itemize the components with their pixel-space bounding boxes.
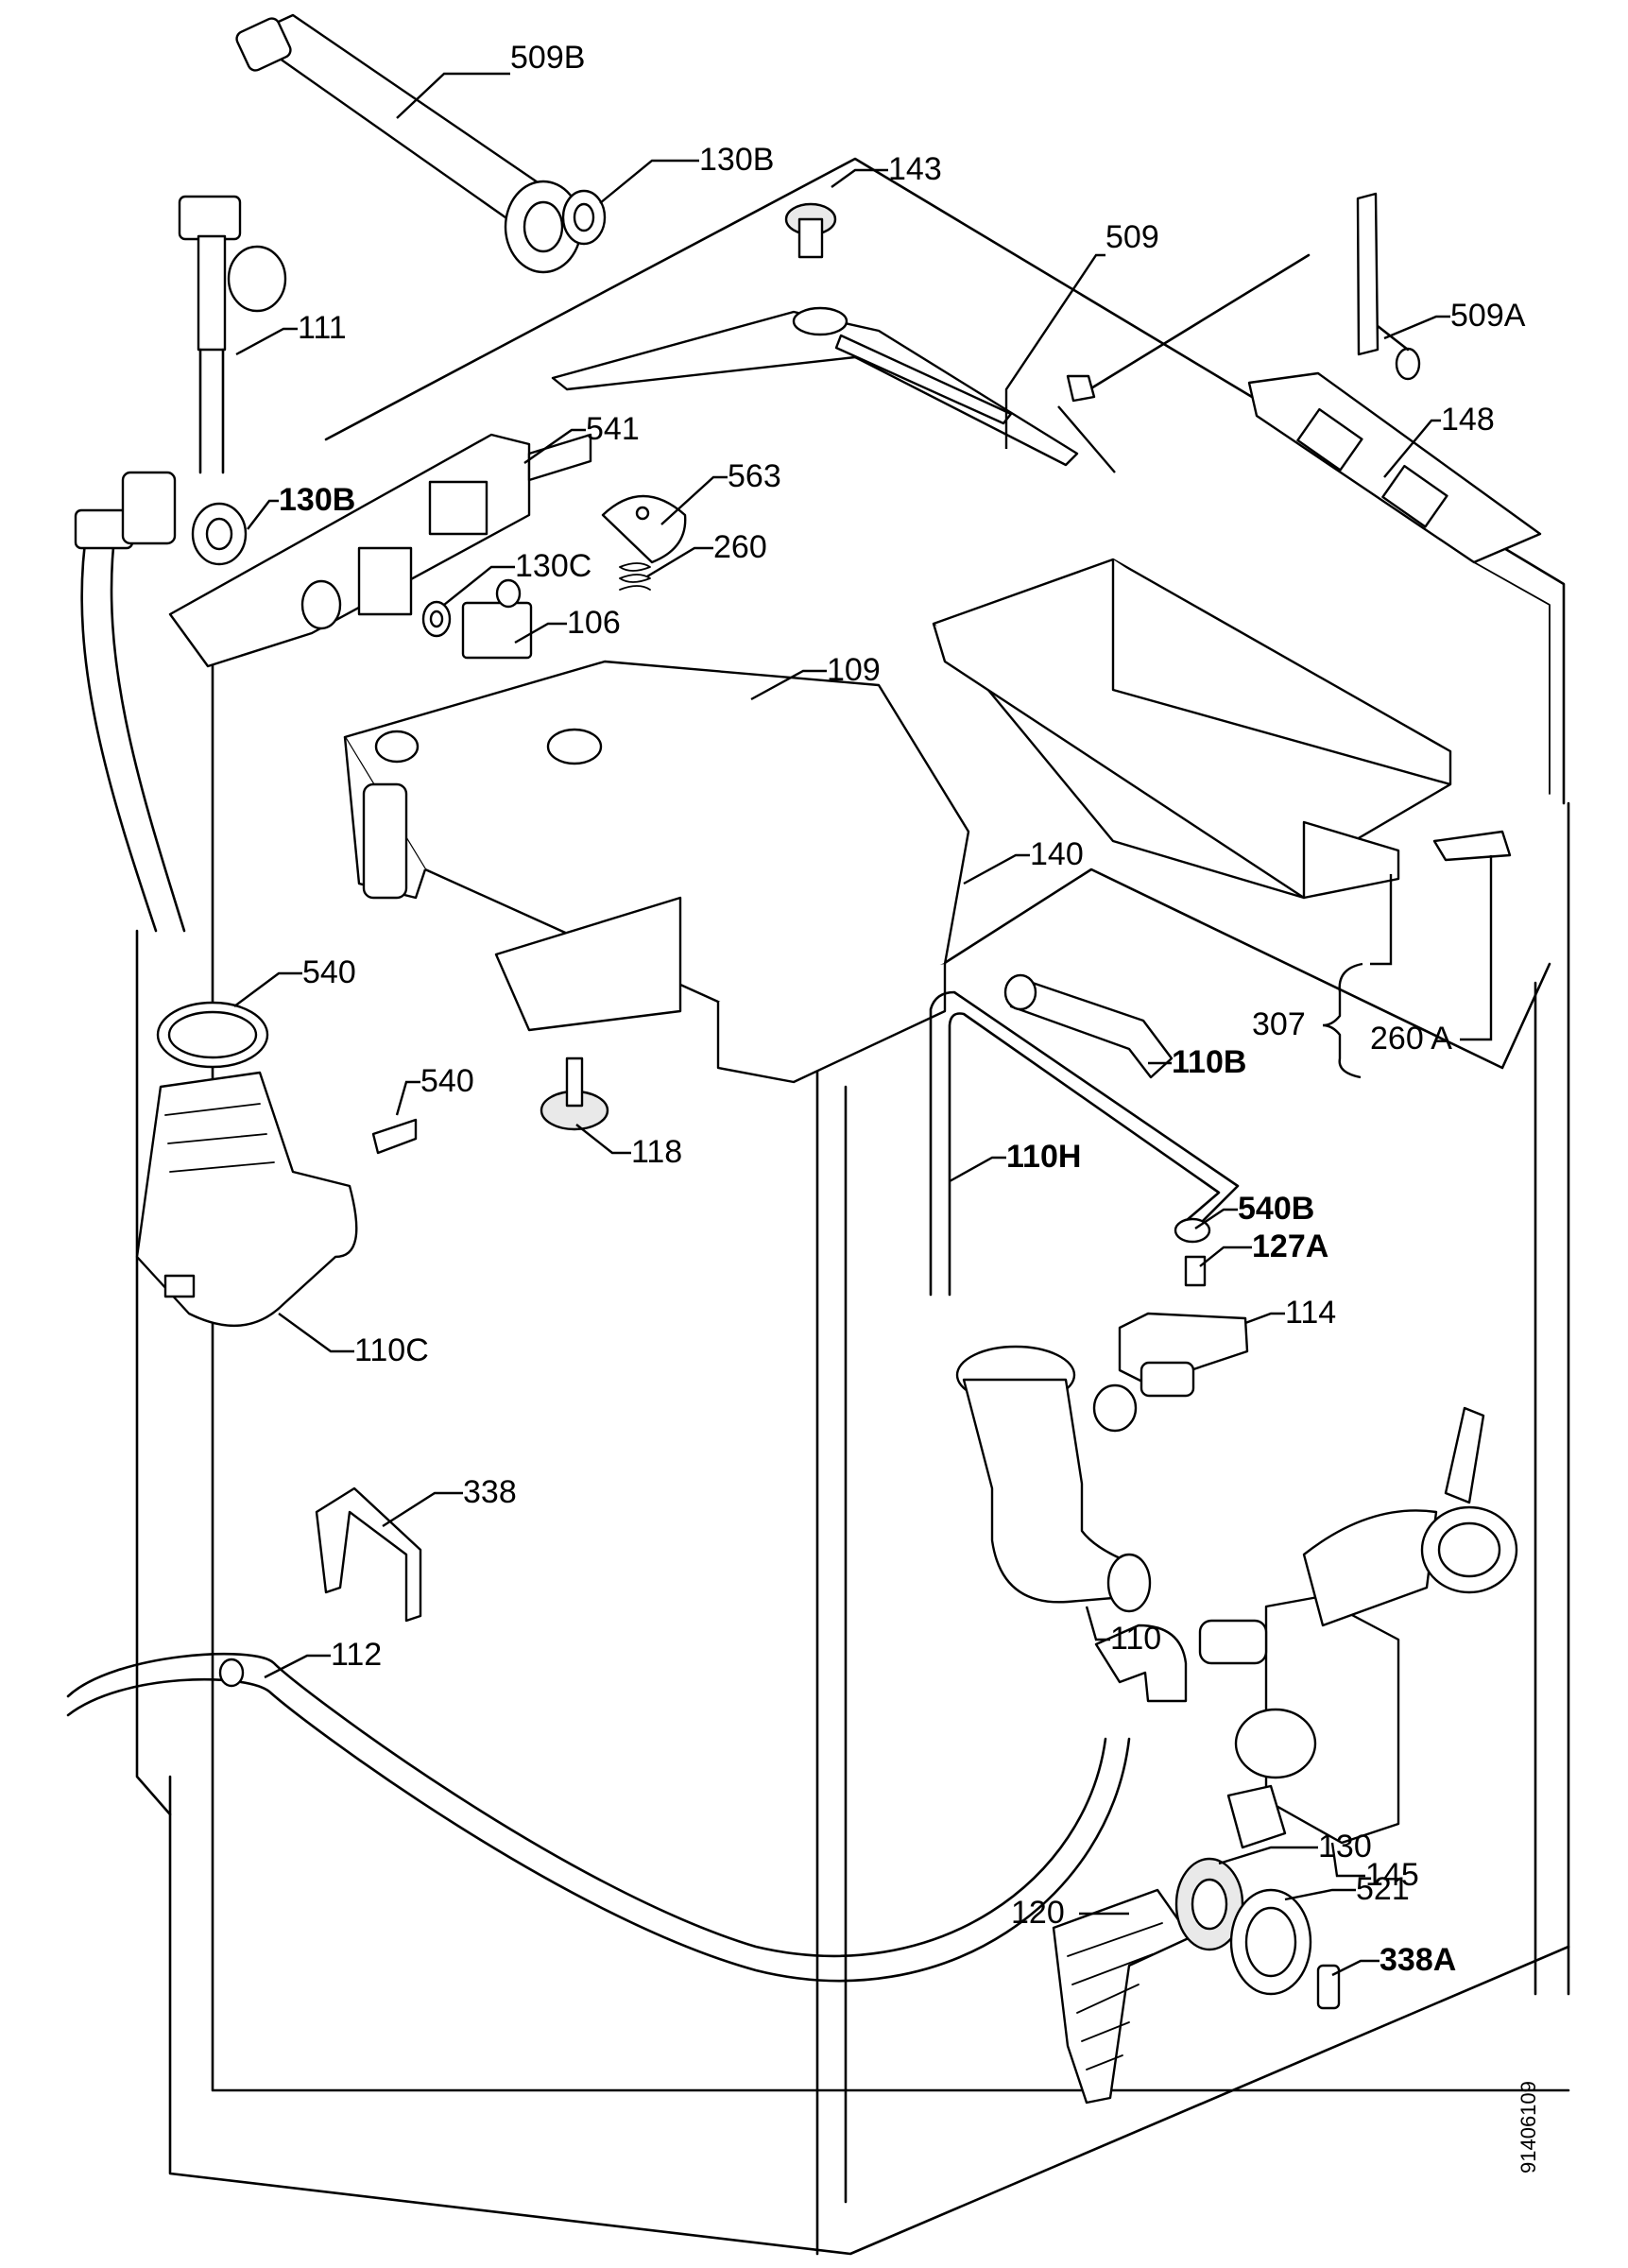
document-number: 91406109 (1517, 2081, 1540, 2174)
part-111-inlet-tap (178, 195, 287, 474)
part-260-spring (619, 562, 651, 591)
part-509a-linkage (1356, 192, 1421, 381)
label-140: 140 (1030, 836, 1084, 872)
label-130b-top: 130B (699, 142, 774, 178)
part-127a-nipple (1184, 1255, 1207, 1287)
label-509b: 509B (510, 40, 585, 76)
label-338: 338 (463, 1474, 517, 1510)
label-338a: 338A (1380, 1942, 1456, 1978)
part-143-knob (784, 202, 837, 259)
label-109: 109 (827, 652, 881, 688)
part-145-drain-pump (1198, 1406, 1518, 1849)
part-110c-bellow (135, 1071, 358, 1328)
part-509-lever-arm (551, 253, 1311, 467)
leader-lines (233, 72, 1493, 1977)
part-110h-breather-pipe (929, 990, 1240, 1297)
part-260a-clip (1432, 830, 1512, 862)
label-540-lower: 540 (420, 1063, 474, 1099)
label-148: 148 (1441, 402, 1495, 438)
label-110: 110 (1110, 1621, 1161, 1657)
label-130: 130 (1318, 1829, 1372, 1864)
label-111: 111 (298, 310, 347, 346)
part-110-drain-bellow (955, 1345, 1152, 1613)
part-110b-hose (1003, 973, 1174, 1079)
label-260a: 260 A (1370, 1021, 1452, 1057)
label-540b: 540B (1238, 1191, 1314, 1227)
label-541: 541 (586, 411, 640, 447)
part-540-clamp-upper (156, 1001, 269, 1069)
label-110h: 110H (1006, 1139, 1081, 1175)
part-114-pressure-chamber (1118, 1312, 1249, 1398)
label-112: 112 (331, 1637, 382, 1673)
part-307-dispenser-drawer (932, 558, 1452, 900)
part-541-valve-bracket (168, 433, 592, 668)
part-148-handle (1247, 371, 1542, 564)
part-106-holder (461, 578, 533, 660)
label-307: 307 (1252, 1006, 1306, 1042)
label-143: 143 (888, 151, 942, 187)
part-521-filter-cap (1229, 1888, 1312, 1996)
part-130b-washer (191, 502, 248, 566)
label-130c: 130C (515, 548, 591, 584)
label-106: 106 (567, 605, 621, 641)
part-540-clamp-lower (371, 1118, 418, 1155)
part-509b-inlet-pipe (235, 13, 583, 274)
label-509: 509 (1105, 219, 1159, 255)
part-labels: 509B 130B 143 509 509A 111 541 563 130B … (279, 40, 1526, 1978)
label-110b: 110B (1172, 1044, 1246, 1080)
label-509a: 509A (1450, 298, 1526, 334)
part-109-dispenser-housing (343, 660, 970, 1084)
label-540-upper: 540 (302, 954, 356, 990)
part-130b-top-washer (561, 189, 607, 246)
part-130-filter-ring (1174, 1857, 1244, 1951)
label-118: 118 (631, 1134, 682, 1170)
part-130c-clip (421, 600, 452, 638)
label-521: 521 (1356, 1871, 1410, 1907)
part-338a-clip (1316, 1964, 1341, 2010)
label-260: 260 (713, 529, 767, 565)
label-145: 145 (1365, 1857, 1419, 1893)
part-338-bracket (315, 1486, 422, 1623)
part-118-wheel (540, 1057, 609, 1131)
label-563: 563 (728, 458, 781, 494)
label-127a: 127A (1252, 1228, 1328, 1264)
part-563-cover (601, 494, 687, 564)
part-120-filter-hose (1052, 1888, 1192, 2105)
label-114: 114 (1285, 1295, 1336, 1331)
label-130b: 130B (279, 482, 355, 518)
label-110c: 110C (354, 1332, 429, 1368)
part-left-fill-hose (74, 471, 186, 933)
part-112-drain-hose (66, 1624, 1188, 1983)
label-120: 120 (1011, 1895, 1065, 1931)
